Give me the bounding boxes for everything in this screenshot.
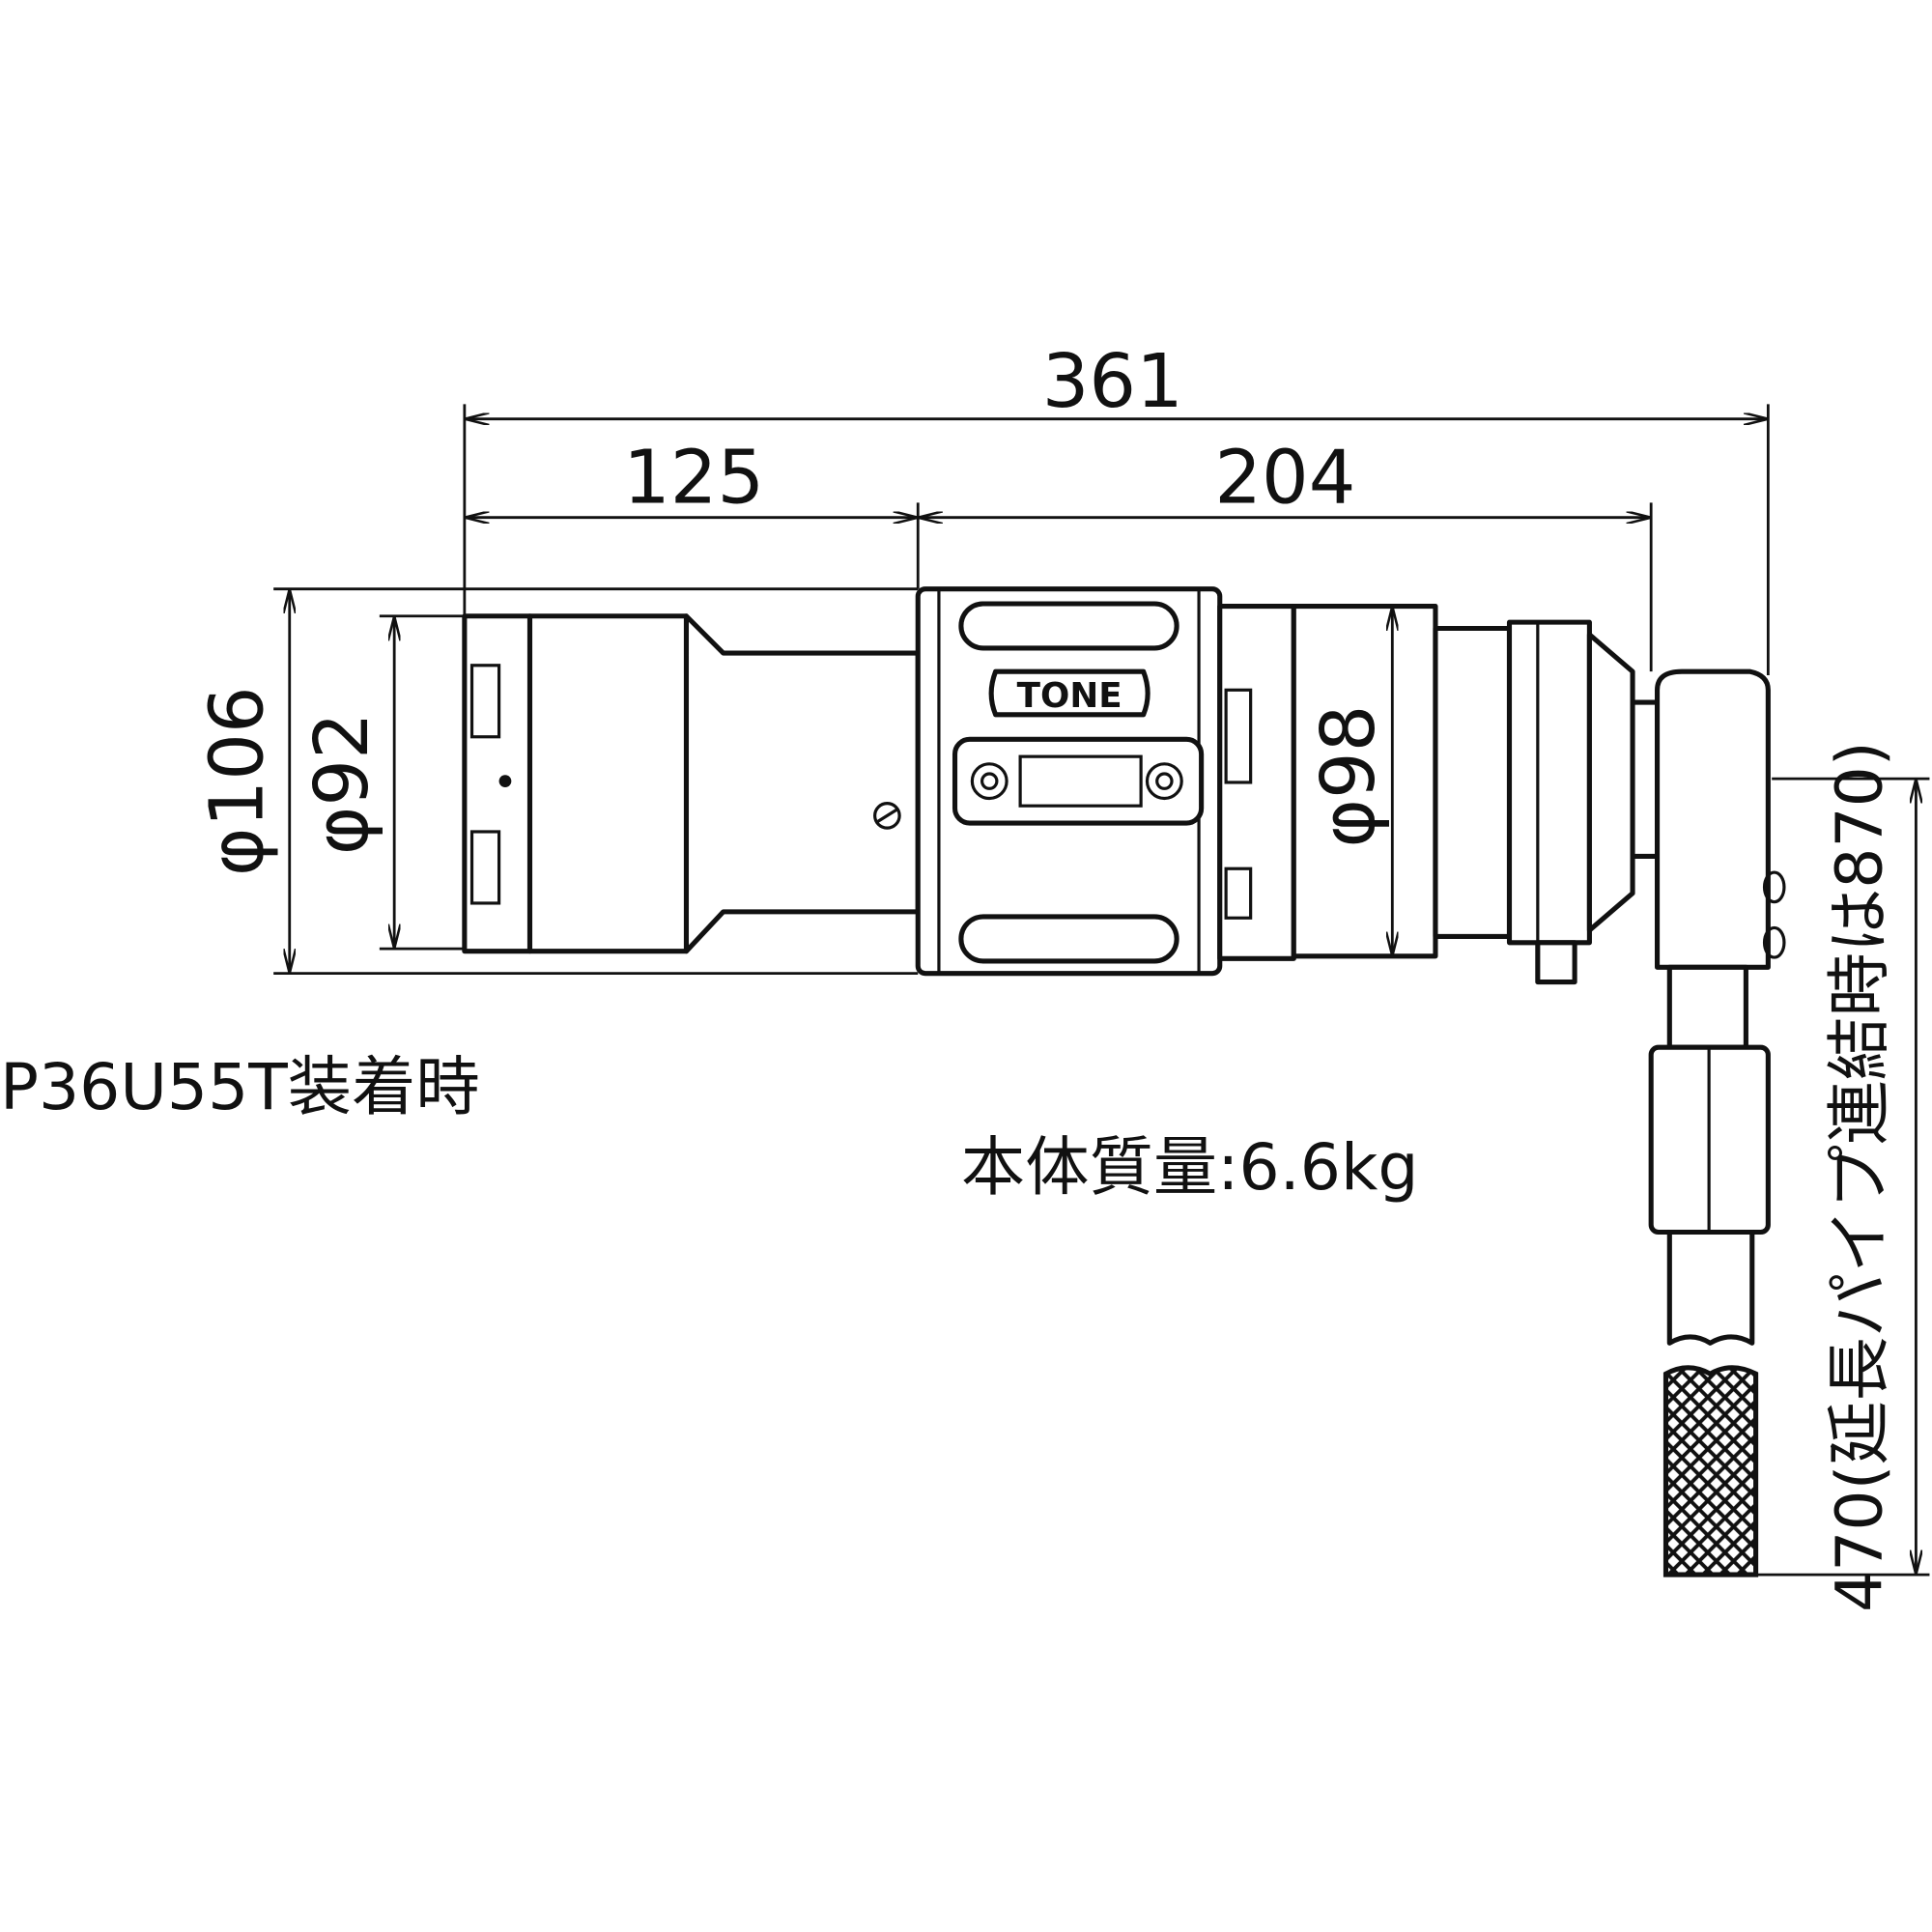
dimension-204: 204 [918, 435, 1651, 521]
ratchet-head [1655, 668, 1786, 970]
dimension-label-phi92: φ92 [299, 712, 385, 855]
dimension-phi92: φ92 [299, 615, 394, 950]
extension-lines [273, 404, 1930, 1577]
dimension-361: 361 [464, 339, 1768, 425]
reaction-section [1217, 604, 1661, 985]
dimension-phi106: φ106 [195, 588, 290, 974]
dimension-label-470: 470(延長パイプ連結時は870) [1822, 741, 1897, 1612]
brand-logo-text: TONE [1017, 676, 1122, 716]
dimension-label-204: 204 [1214, 435, 1355, 521]
tone-logo: TONE [988, 668, 1151, 718]
dimension-470: 470(延長パイプ連結時は870) [1822, 741, 1917, 1612]
knurled-grip [1662, 1365, 1759, 1577]
dimension-label-361: 361 [1042, 339, 1183, 425]
display-panel [952, 736, 1205, 826]
dimension-label-phi106: φ106 [195, 686, 281, 876]
body-mass-label: 本体質量:6.6kg [961, 1129, 1419, 1205]
dimension-125: 125 [464, 435, 919, 521]
dimension-label-125: 125 [623, 435, 764, 521]
dimension-phi98: φ98 [1306, 606, 1392, 956]
torque-multiplier-drawing: TONE [462, 586, 1786, 1577]
screw-icon [873, 802, 901, 830]
socket [462, 613, 921, 954]
attachment-note: P36U55T装着時 [0, 1049, 480, 1124]
dimension-label-phi98: φ98 [1306, 705, 1392, 848]
reaction-handle [1648, 964, 1771, 1577]
